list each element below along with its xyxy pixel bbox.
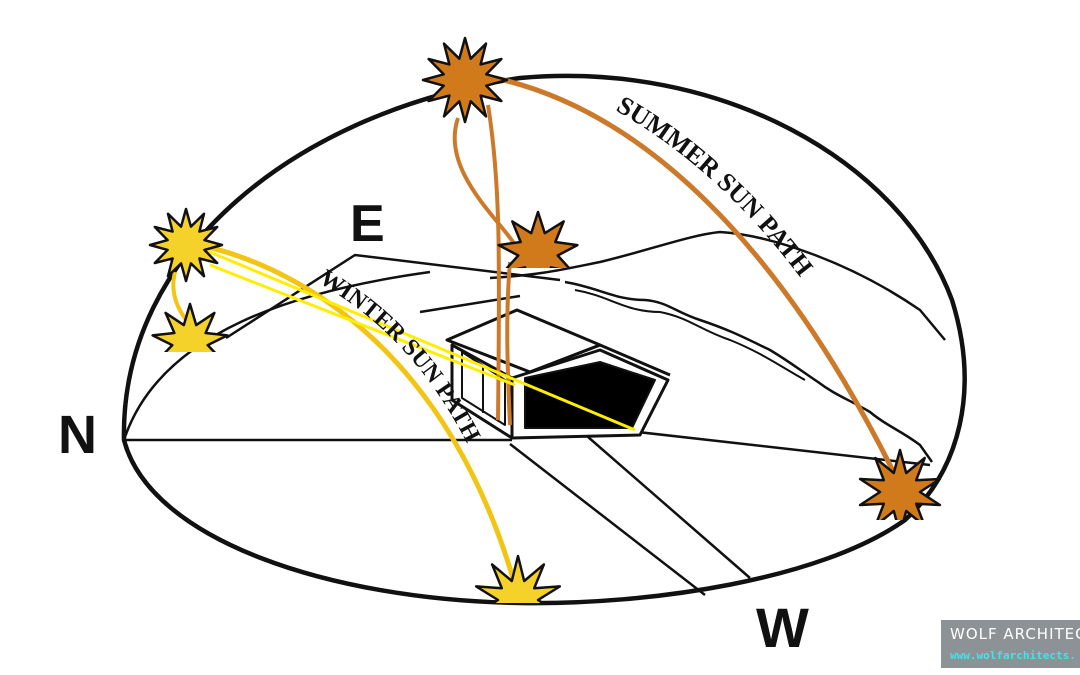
watermark-url: www.wolfarchitects. [950,649,1076,662]
ground-lines [124,253,931,596]
suns [148,36,942,603]
winter-sunset-sun [474,554,562,603]
horizon-arc [122,270,431,441]
west-label: W [756,596,809,659]
summer-path-label: SUMMER SUN PATH [612,90,819,281]
winter-sun-path [199,242,518,586]
north-label: N [58,405,97,465]
house [445,308,671,440]
winter-sun-ray [204,248,636,432]
summer-noon-loop [452,117,517,247]
mountain-ridge [489,230,946,341]
east-label: E [350,195,385,253]
summer-sun-path [494,75,903,487]
summer-sunset-sun [858,448,942,520]
watermark-name: WOLF ARCHITEC [950,625,1080,643]
summer-noon-sun [421,36,509,124]
summer-noon-shaft-2 [505,261,512,426]
summer-sunrise-sun [497,210,579,268]
mountain-slope-wavy [564,280,934,463]
mountain-slope-inner [574,289,806,381]
watermark-logo: WOLF ARCHITEC www.wolfarchitects. [941,620,1080,668]
sky-dome-outline [121,73,967,606]
winter-noon-sun [148,207,224,283]
winter-sunrise-sun [151,302,229,352]
summer-noon-shaft [486,104,501,421]
